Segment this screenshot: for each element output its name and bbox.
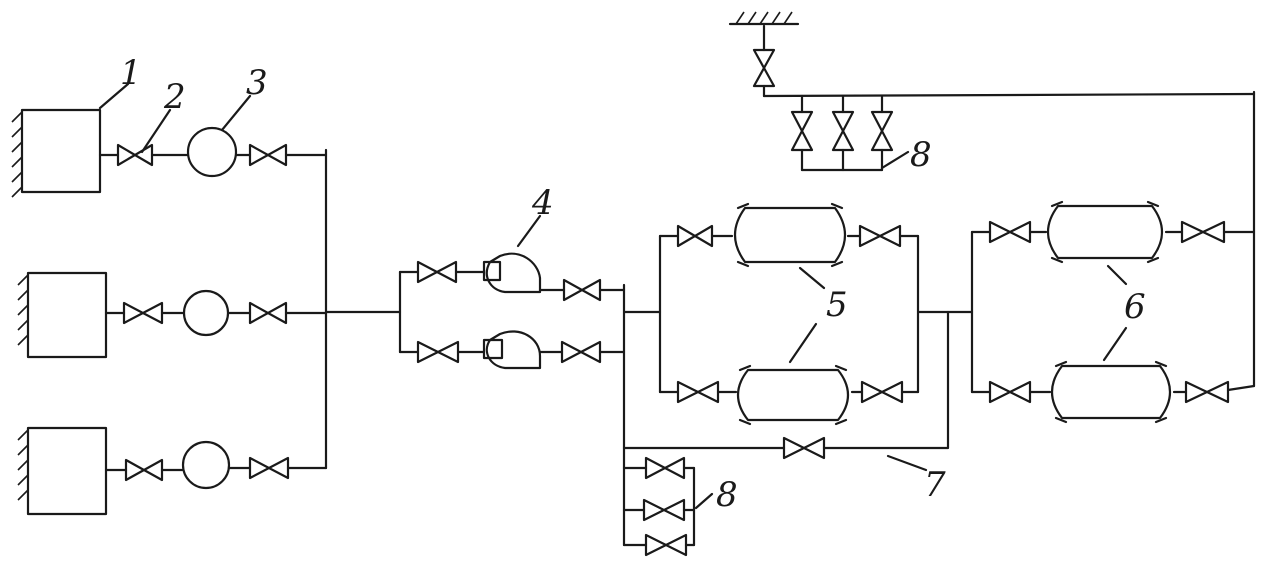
valve-2b bbox=[122, 301, 164, 325]
valve-6b-out bbox=[1184, 380, 1230, 404]
valve-comp-in-bottom bbox=[416, 340, 460, 364]
compressor-4b bbox=[482, 330, 542, 370]
valve-6b-in bbox=[988, 380, 1032, 404]
label-5: 5 bbox=[826, 285, 848, 325]
source-line-2 bbox=[104, 289, 328, 337]
source-line-1 bbox=[98, 126, 328, 178]
vessel-5a bbox=[733, 206, 847, 264]
label-4: 4 bbox=[531, 183, 554, 223]
valve-8-bottom-c bbox=[644, 533, 688, 557]
valve-2c bbox=[124, 458, 164, 482]
vessel-6a bbox=[1046, 204, 1164, 260]
pump-3a bbox=[186, 126, 238, 178]
valve-comp-in-top bbox=[416, 260, 458, 284]
vessel-5b bbox=[736, 368, 850, 422]
collector-line bbox=[324, 148, 402, 470]
valve-row3-out bbox=[248, 456, 290, 480]
valve-2a bbox=[116, 143, 154, 167]
source-line-3 bbox=[104, 440, 328, 490]
valve-5b-in bbox=[676, 380, 720, 404]
label-2: 2 bbox=[163, 77, 186, 117]
vessel-group-6 bbox=[970, 200, 1256, 424]
valve-6a-out bbox=[1180, 220, 1226, 244]
pump-3b bbox=[182, 289, 230, 337]
top-manifold bbox=[728, 11, 1256, 388]
compressor-4a bbox=[482, 252, 542, 294]
valve-8-top-a bbox=[790, 110, 814, 152]
vessel-6b bbox=[1050, 364, 1172, 420]
bottom-valve-bank bbox=[622, 456, 696, 557]
valve-8-bottom-a bbox=[644, 456, 686, 480]
valve-row2-out bbox=[248, 301, 288, 325]
valve-8-top-c bbox=[870, 110, 894, 152]
source-1 bbox=[11, 108, 102, 198]
valve-row1-out bbox=[248, 143, 288, 167]
valve-ground bbox=[752, 48, 776, 88]
valve-8-top-b bbox=[831, 110, 855, 152]
label-3: 3 bbox=[246, 63, 268, 103]
valve-5a-out bbox=[858, 224, 902, 248]
valve-comp-out-top bbox=[562, 278, 602, 302]
pump-3c bbox=[181, 440, 231, 490]
valve-8-bottom-b bbox=[642, 498, 686, 522]
label-8-bottom: 8 bbox=[716, 475, 738, 515]
label-7: 7 bbox=[924, 465, 946, 505]
leader-lines bbox=[98, 82, 1128, 510]
valve-5b-out bbox=[860, 380, 904, 404]
valve-bypass bbox=[782, 436, 826, 460]
valve-6a-in bbox=[988, 220, 1032, 244]
source-2 bbox=[17, 271, 108, 359]
vessel-group-5 bbox=[658, 202, 974, 426]
label-6: 6 bbox=[1124, 287, 1146, 327]
valve-5a-in bbox=[676, 224, 714, 248]
label-1: 1 bbox=[120, 53, 142, 93]
bypass-line-7 bbox=[622, 310, 950, 460]
valve-comp-out-bottom bbox=[560, 340, 602, 364]
label-8-top: 8 bbox=[910, 135, 932, 175]
source-3 bbox=[17, 426, 108, 516]
compressor-stage bbox=[398, 252, 662, 547]
